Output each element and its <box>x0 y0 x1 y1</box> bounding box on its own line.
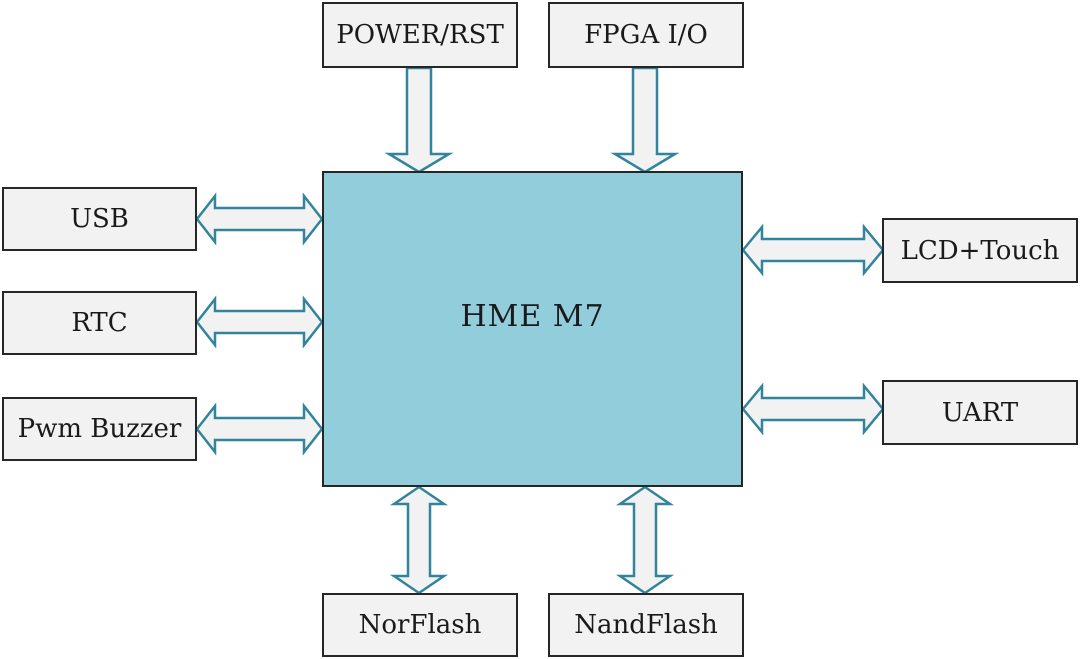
box-uart: UART <box>882 380 1078 445</box>
box-power-rst: POWER/RST <box>322 2 518 68</box>
box-rtc-label: RTC <box>71 308 128 338</box>
box-lcd-touch: LCD+Touch <box>882 218 1078 283</box>
box-power-rst-label: POWER/RST <box>336 20 504 50</box>
arrow-fpga-io <box>610 66 680 174</box>
box-pwm-buzzer: Pwm Buzzer <box>2 397 197 461</box>
core-hme-m7: HME M7 <box>322 171 743 487</box>
box-usb: USB <box>2 187 197 251</box>
arrow-norflash <box>389 485 449 595</box>
arrow-pwm-buzzer <box>195 402 324 456</box>
box-lcd-touch-label: LCD+Touch <box>900 235 1060 266</box>
box-pwm-buzzer-label: Pwm Buzzer <box>17 414 182 444</box>
box-fpga-io-label: FPGA I/O <box>584 20 708 50</box>
arrow-nandflash <box>615 485 675 595</box>
box-uart-label: UART <box>941 397 1019 428</box>
box-fpga-io: FPGA I/O <box>548 2 744 68</box>
box-norflash-label: NorFlash <box>358 610 482 640</box>
box-nandflash: NandFlash <box>548 593 744 657</box>
arrow-rtc <box>195 295 324 349</box>
box-norflash: NorFlash <box>322 593 518 657</box>
arrow-usb <box>195 192 324 246</box>
arrow-power-rst <box>384 66 454 174</box>
core-label: HME M7 <box>460 298 605 334</box>
arrow-lcd-touch <box>741 223 885 277</box>
box-nandflash-label: NandFlash <box>574 610 718 640</box>
arrow-uart <box>741 382 885 436</box>
box-rtc: RTC <box>2 291 197 355</box>
box-usb-label: USB <box>70 204 129 234</box>
